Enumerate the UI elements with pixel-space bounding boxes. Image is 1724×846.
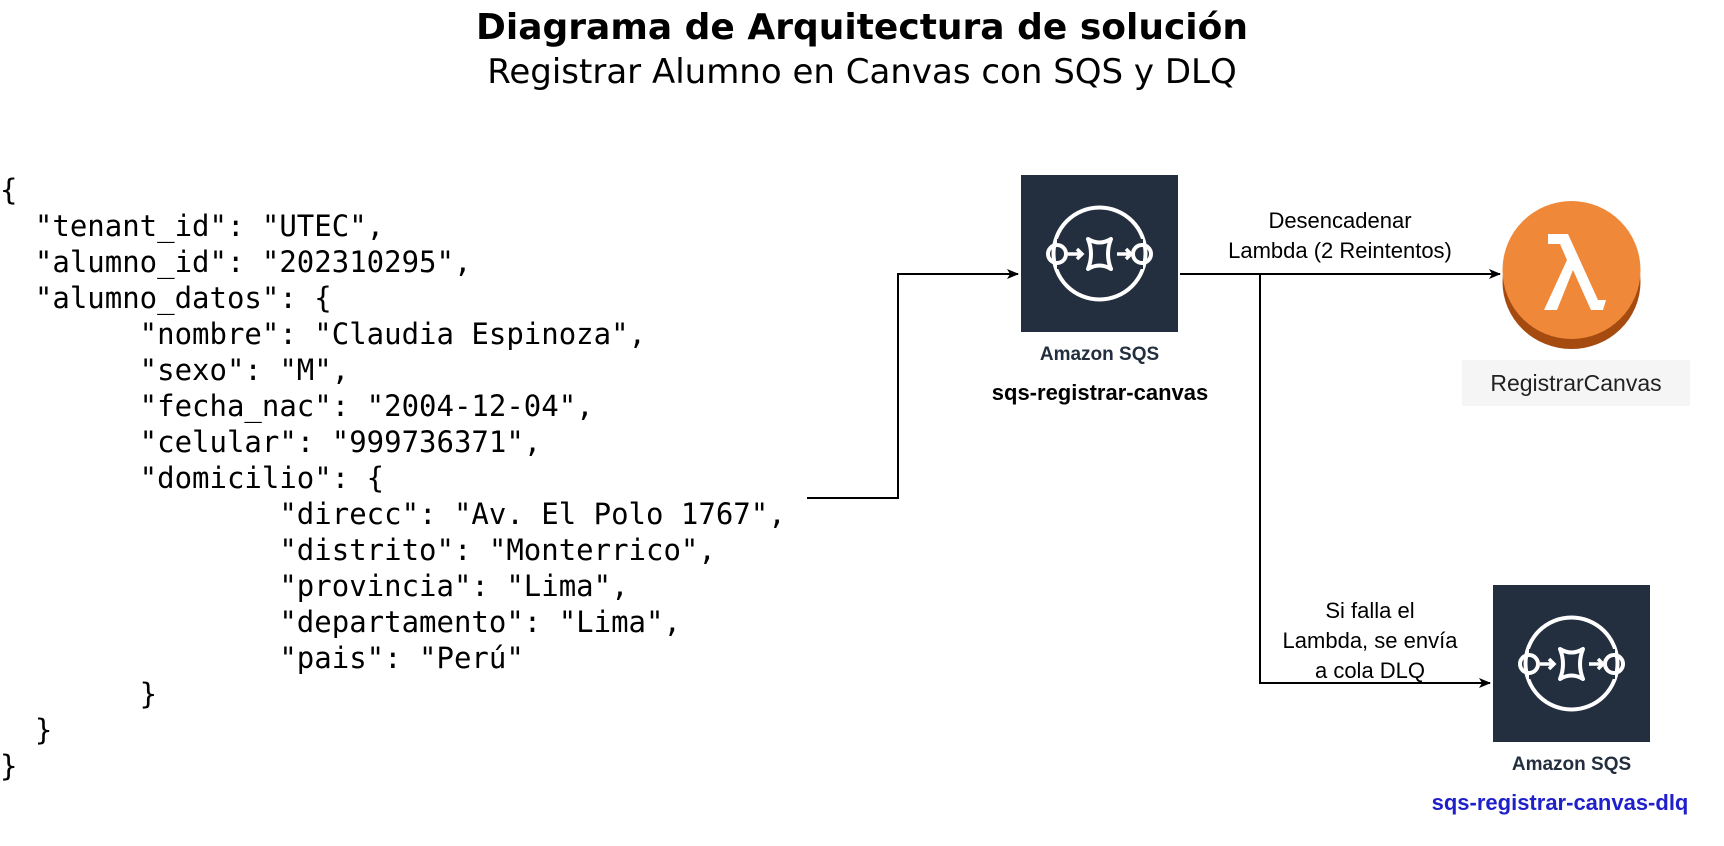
aws-lambda-icon — [1500, 200, 1643, 350]
json-line: } — [0, 677, 158, 711]
json-line: "alumno_id": "202310295", — [0, 245, 472, 279]
json-line: "celular": "999736371", — [0, 425, 542, 459]
payload-to-queue-arrow — [807, 269, 1019, 499]
main-queue-service-label: Amazon SQS — [1039, 344, 1160, 365]
json-line: "departamento": "Lima", — [0, 605, 681, 639]
dlq-name: sqs-registrar-canvas-dlq — [1431, 790, 1689, 815]
lambda-name: RegistrarCanvas — [1462, 360, 1690, 406]
amazon-sqs-icon — [1493, 585, 1650, 742]
json-line: "sexo": "M", — [0, 353, 350, 387]
json-line: "fecha_nac": "2004-12-04", — [0, 389, 594, 423]
json-line: "distrito": "Monterrico", — [0, 533, 716, 567]
diagram-subtitle: Registrar Alumno en Canvas con SQS y DLQ — [487, 52, 1237, 92]
trigger-edge-label: Desencadenar Lambda (2 Reintentos) — [1228, 208, 1452, 263]
json-line: "direcc": "Av. El Polo 1767", — [0, 497, 786, 531]
json-line: "domicilio": { — [0, 461, 385, 495]
dlq-service-label: Amazon SQS — [1511, 754, 1632, 775]
json-line: } — [0, 713, 53, 747]
json-line: { — [0, 173, 18, 207]
json-line: "pais": "Perú" — [0, 641, 524, 675]
json-line: "tenant_id": "UTEC", — [0, 209, 385, 243]
json-line: "provincia": "Lima", — [0, 569, 629, 603]
diagram-title: Diagrama de Arquitectura de solución — [475, 7, 1248, 48]
queue-to-dlq-arrow — [1259, 274, 1491, 688]
json-line: } — [0, 749, 18, 783]
json-line: "nombre": "Claudia Espinoza", — [0, 317, 647, 351]
json-line: "alumno_datos": { — [0, 281, 332, 315]
dlq-edge-label: Si falla el Lambda, se envía a cola DLQ — [1282, 598, 1458, 683]
main-queue-name: sqs-registrar-canvas — [991, 380, 1209, 405]
amazon-sqs-icon — [1021, 175, 1178, 332]
